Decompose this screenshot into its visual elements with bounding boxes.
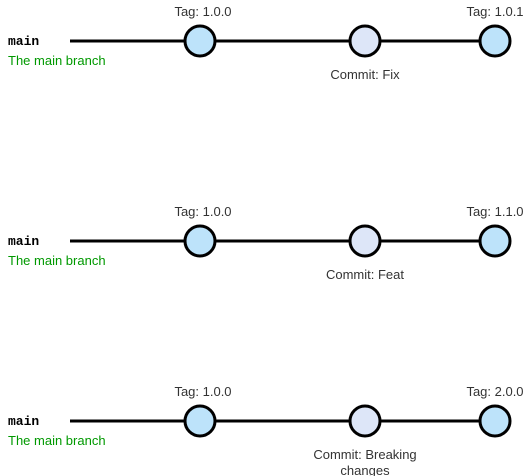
- tag-node: [183, 224, 217, 258]
- branch-name-label: main: [8, 414, 39, 429]
- commit-label: changes: [340, 463, 390, 476]
- tag-label: Tag: 1.0.1: [466, 4, 523, 19]
- tag-label: Tag: 2.0.0: [466, 384, 523, 399]
- tag-node: [478, 24, 512, 58]
- commit-label: Commit: Breaking: [313, 447, 416, 462]
- tag-node: [478, 404, 512, 438]
- branch-description: The main branch: [8, 53, 106, 68]
- branch-description: The main branch: [8, 433, 106, 448]
- branch-name-label: main: [8, 34, 39, 49]
- commit-node: [348, 24, 382, 58]
- tag-label: Tag: 1.0.0: [174, 204, 231, 219]
- tag-label: Tag: 1.0.0: [174, 384, 231, 399]
- tag-label: Tag: 1.1.0: [466, 204, 523, 219]
- commit-label: Commit: Fix: [330, 67, 400, 82]
- commit-node: [348, 224, 382, 258]
- tag-node: [183, 24, 217, 58]
- branch-description: The main branch: [8, 253, 106, 268]
- tag-node: [478, 224, 512, 258]
- tag-node: [183, 404, 217, 438]
- branch-name-label: main: [8, 234, 39, 249]
- tag-label: Tag: 1.0.0: [174, 4, 231, 19]
- commit-label: Commit: Feat: [326, 267, 404, 282]
- commit-node: [348, 404, 382, 438]
